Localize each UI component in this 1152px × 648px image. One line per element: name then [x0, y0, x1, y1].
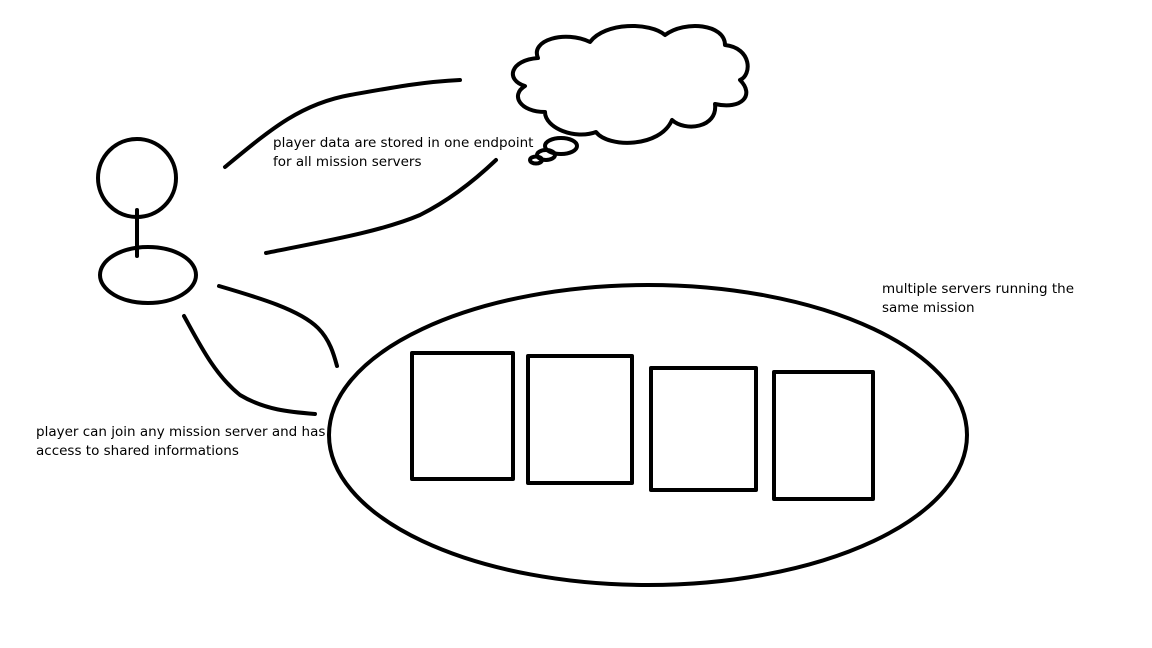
- thought-bubble-large: [543, 136, 579, 156]
- storage-description-line-1: player data are stored in one endpoint: [273, 135, 534, 151]
- connector-player-to-cloud-bottom: [264, 158, 498, 255]
- server-box-2: [526, 354, 634, 485]
- thought-bubble-small: [528, 154, 544, 166]
- server-box-1: [410, 351, 515, 481]
- player-description-line-1: player can join any mission server and h…: [36, 424, 326, 440]
- player-body: [98, 245, 198, 305]
- server-pool-ellipse: [327, 283, 969, 587]
- servers-description-line-1: multiple servers running the: [882, 281, 1075, 297]
- player-description-line-2: access to shared informations: [36, 443, 239, 459]
- server-box-3: [649, 366, 758, 492]
- storage-description-line-2: for all mission servers: [273, 154, 422, 170]
- cloud-icon: [510, 23, 750, 145]
- player-description: player can join any mission server and h…: [36, 423, 325, 461]
- connector-player-to-servers-top: [217, 284, 339, 368]
- servers-description-line-2: same mission: [882, 300, 975, 316]
- server-box-4: [772, 370, 875, 501]
- storage-description: player data are stored in one endpoint f…: [273, 134, 533, 172]
- player-head: [96, 137, 178, 219]
- servers-description: multiple servers running the same missio…: [882, 280, 1074, 318]
- connector-player-to-cloud-top: [223, 78, 462, 169]
- connector-player-to-servers-bottom: [182, 314, 317, 416]
